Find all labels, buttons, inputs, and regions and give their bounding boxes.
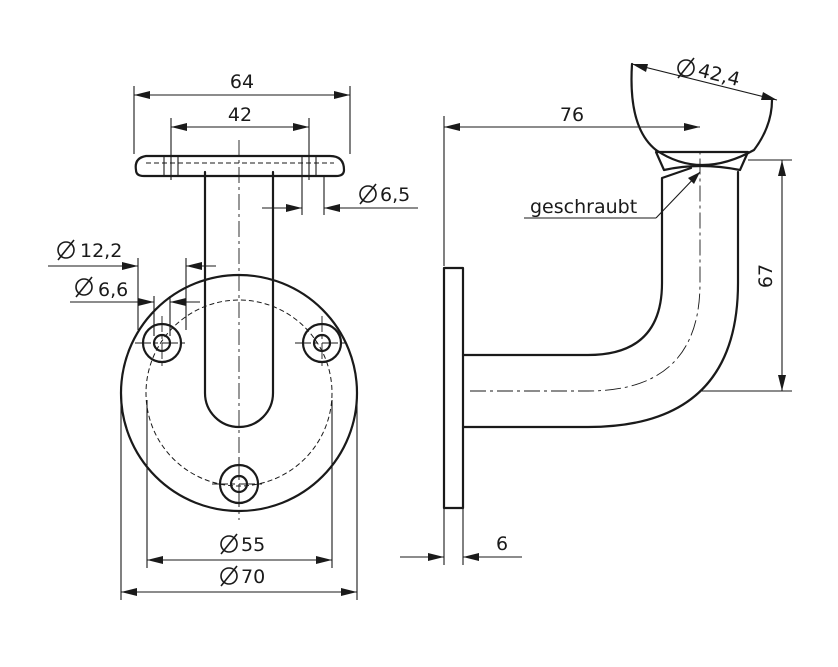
dim-plate-width-label: 64 bbox=[230, 71, 254, 93]
hole-bottom bbox=[212, 457, 266, 511]
front-view: 64 42 6,5 bbox=[48, 71, 418, 600]
handrail-left-edge bbox=[630, 62, 658, 152]
arm-centerline bbox=[470, 150, 701, 392]
dim-projection bbox=[443, 116, 700, 266]
dim-bore bbox=[70, 276, 200, 336]
saddle-cup bbox=[654, 150, 750, 172]
note-screwed-label: geschraubt bbox=[530, 196, 637, 218]
dim-plate-width bbox=[133, 86, 351, 154]
dim-rail-diameter-label: 42,4 bbox=[696, 60, 742, 92]
hole-left bbox=[135, 316, 189, 370]
dim-projection-label: 76 bbox=[560, 104, 584, 126]
dim-height-label: 67 bbox=[755, 264, 777, 288]
saddle-plate bbox=[134, 154, 346, 178]
dim-bolt-circle-label: 55 bbox=[241, 534, 265, 556]
dim-hole-spacing bbox=[170, 118, 310, 180]
dim-height bbox=[700, 159, 792, 392]
handrail-bottom-arc bbox=[654, 98, 774, 166]
stem-outline bbox=[203, 170, 275, 429]
dim-screw-hole bbox=[262, 176, 418, 215]
dim-counterbore-label: 12,2 bbox=[80, 240, 122, 262]
dim-base-thickness-label: 6 bbox=[496, 533, 508, 555]
note-leader bbox=[524, 171, 701, 219]
dim-counterbore bbox=[48, 239, 216, 330]
side-view: 42,4 76 67 6 bbox=[400, 57, 792, 565]
dim-base-diameter-label: 70 bbox=[241, 566, 265, 588]
dim-bolt-circle bbox=[146, 400, 333, 568]
dim-hole-spacing-label: 42 bbox=[228, 104, 252, 126]
dim-base-diameter bbox=[120, 400, 358, 600]
arm-inner-edge bbox=[461, 166, 693, 357]
hole-right bbox=[295, 316, 349, 370]
dim-rail-diameter bbox=[631, 57, 778, 101]
dim-base-thickness bbox=[400, 508, 522, 565]
dim-screw-hole-label: 6,5 bbox=[380, 184, 410, 206]
dim-bore-label: 6,6 bbox=[98, 279, 128, 301]
wall-plate bbox=[442, 266, 465, 510]
